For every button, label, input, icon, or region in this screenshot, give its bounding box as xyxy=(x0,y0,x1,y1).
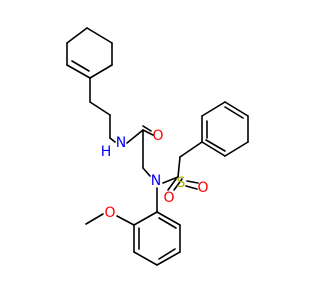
bond xyxy=(162,176,179,184)
bond xyxy=(66,64,91,79)
bond xyxy=(85,213,104,225)
bond xyxy=(185,185,198,190)
methoxy-oxygen-label: O xyxy=(104,205,115,221)
amide-hydrogen-label: H xyxy=(101,144,112,160)
bond xyxy=(89,64,113,79)
carbonyl-oxygen-label: O xyxy=(152,128,163,144)
sulfur-label: S xyxy=(177,175,186,191)
sulfonyl-oxygen-right-label: O xyxy=(197,180,208,196)
bond xyxy=(177,156,181,178)
methoxyphenyl-group xyxy=(85,187,181,266)
bond xyxy=(201,141,226,157)
sulfonamide-nitrogen-label: N xyxy=(151,173,161,189)
ethyl-amide-chain xyxy=(89,77,154,177)
phenylsulfonyl-group xyxy=(162,101,249,191)
molecule-structure: N H O N S O O O xyxy=(66,27,249,266)
cyclohexene-ring xyxy=(66,27,113,79)
bond xyxy=(201,101,226,117)
bond xyxy=(186,180,199,184)
bond xyxy=(156,211,181,226)
bond xyxy=(173,178,183,191)
atom-labels: N H O N S O O O xyxy=(101,128,209,221)
bond xyxy=(116,215,135,226)
sulfonyl-oxygen-left-label: O xyxy=(163,190,174,206)
double-bond-inner xyxy=(158,248,176,260)
bond xyxy=(156,251,181,266)
bond xyxy=(109,137,116,143)
bond xyxy=(89,101,111,116)
bond xyxy=(126,129,144,144)
bond xyxy=(133,251,158,266)
bond xyxy=(224,141,249,157)
double-bond-inner xyxy=(71,60,90,72)
double-bond-inner xyxy=(224,106,244,119)
bond xyxy=(167,178,177,191)
bond xyxy=(66,27,88,44)
amide-nitrogen-label: N xyxy=(116,135,126,151)
bond xyxy=(142,129,154,136)
bond xyxy=(142,125,152,132)
bond xyxy=(179,141,203,158)
bond xyxy=(133,211,158,226)
double-bond-inner xyxy=(158,217,177,229)
bond xyxy=(224,101,249,117)
bond xyxy=(142,167,151,177)
double-bond-inner xyxy=(205,139,226,152)
bond xyxy=(86,27,113,44)
